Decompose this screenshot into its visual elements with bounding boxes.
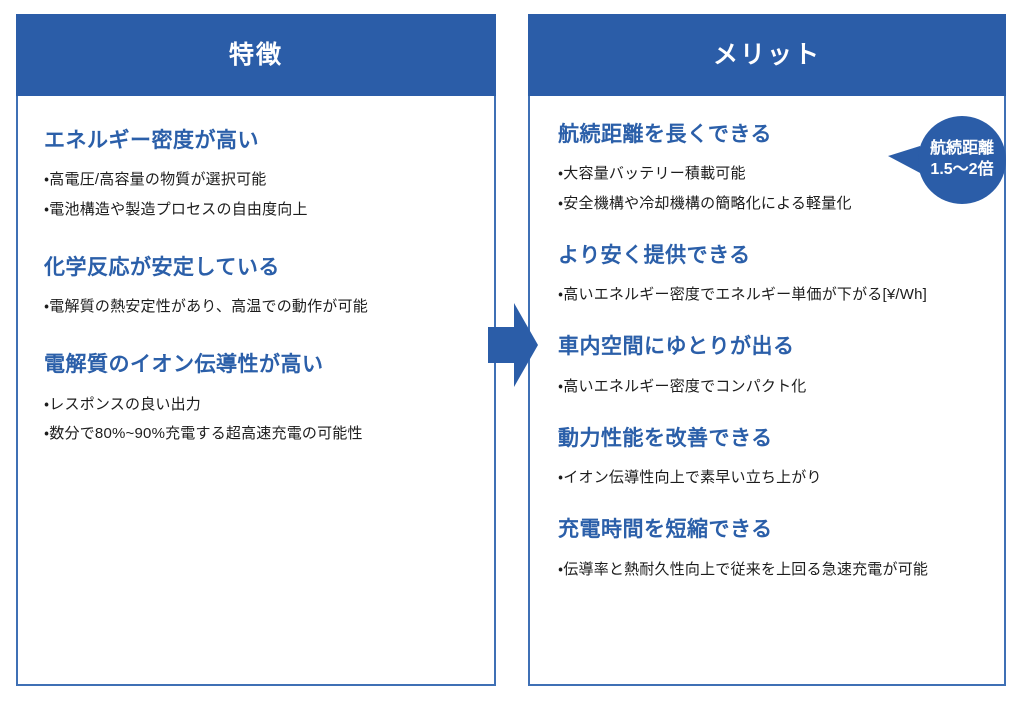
right-arrow-icon bbox=[488, 303, 538, 387]
bullet-item: ・電解質の熱安定性があり、高温での動作が可能 bbox=[44, 298, 368, 315]
section-heading: 航続距離を長くできる bbox=[558, 123, 772, 146]
features-panel-body: エネルギー密度が高い ・高電圧/高容量の物質が選択可能 ・電池構造や製造プロセス… bbox=[18, 96, 494, 682]
bullet-item: ・高いエネルギー密度でエネルギー単価が下がる[¥/Wh] bbox=[558, 286, 928, 303]
bullet-item: ・数分で80%~90%充電する超高速充電の可能性 bbox=[44, 424, 363, 442]
merits-panel: メリット 航続距離を長くできる ・大容量バッテリー積載可能 ・安全機構や冷却機構… bbox=[528, 14, 1006, 686]
merit-section-power-performance: 動力性能を改善できる ・イオン伝導性向上で素早い立ち上がり bbox=[558, 426, 990, 490]
section-heading: 車内空間にゆとりが出る bbox=[558, 335, 795, 359]
section-heading: 充電時間を短縮できる bbox=[558, 518, 773, 542]
feature-section-energy-density: エネルギー密度が高い ・高電圧/高容量の物質が選択可能 ・電池構造や製造プロセス… bbox=[44, 128, 468, 221]
bullet-list: ・レスポンスの良い出力 ・数分で80%~90%充電する超高速充電の可能性 bbox=[44, 393, 468, 446]
feature-section-ion-conductivity: 電解質のイオン伝導性が高い ・レスポンスの良い出力 ・数分で80%~90%充電す… bbox=[44, 352, 468, 445]
section-heading: より安く提供できる bbox=[558, 243, 751, 267]
bullet-list: ・高電圧/高容量の物質が選択可能 ・電池構造や製造プロセスの自由度向上 bbox=[44, 168, 468, 221]
features-panel-header: 特徴 bbox=[16, 14, 496, 96]
bullet-list: ・高いエネルギー密度でエネルギー単価が下がる[¥/Wh] bbox=[558, 283, 990, 306]
bullet-list: ・イオン伝導性向上で素早い立ち上がり bbox=[558, 466, 990, 489]
bullet-item: ・安全機構や冷却機構の簡略化による軽量化 bbox=[558, 194, 852, 212]
bullet-item: ・電池構造や製造プロセスの自由度向上 bbox=[44, 200, 308, 218]
features-panel-title: 特徴 bbox=[228, 40, 283, 69]
bullet-list: ・高いエネルギー密度でコンパクト化 bbox=[558, 375, 990, 398]
bullet-list: ・電解質の熱安定性があり、高温での動作が可能 bbox=[44, 295, 468, 318]
merit-section-cabin-space: 車内空間にゆとりが出る ・高いエネルギー密度でコンパクト化 bbox=[558, 334, 990, 398]
section-heading: 動力性能を改善できる bbox=[558, 426, 773, 450]
bullet-item: ・イオン伝導性向上で素早い立ち上がり bbox=[558, 469, 822, 486]
bullet-item: ・伝導率と熱耐久性向上で従来を上回る急速充電が可能 bbox=[558, 560, 929, 578]
section-heading: エネルギー密度が高い bbox=[44, 129, 259, 152]
callout-bubble-shape bbox=[888, 116, 1006, 204]
bullet-item: ・レスポンスの良い出力 bbox=[44, 395, 202, 413]
merits-panel-header: メリット bbox=[528, 14, 1006, 96]
merit-section-lower-cost: より安く提供できる ・高いエネルギー密度でエネルギー単価が下がる[¥/Wh] bbox=[558, 243, 990, 307]
features-panel: 特徴 エネルギー密度が高い ・高電圧/高容量の物質が選択可能 ・電池構造や製造プ… bbox=[16, 14, 496, 686]
bullet-list: ・伝導率と熱耐久性向上で従来を上回る急速充電が可能 bbox=[558, 558, 990, 581]
driving-range-callout-badge: 航続距離 1.5〜2倍 bbox=[888, 112, 1012, 208]
merit-section-charging-time: 充電時間を短縮できる ・伝導率と熱耐久性向上で従来を上回る急速充電が可能 bbox=[558, 517, 990, 581]
merits-panel-title: メリット bbox=[712, 40, 821, 69]
merit-section-driving-range: 航続距離を長くできる ・大容量バッテリー積載可能 ・安全機構や冷却機構の簡略化に… bbox=[558, 122, 990, 215]
bullet-item: ・大容量バッテリー積載可能 bbox=[558, 165, 746, 183]
merits-panel-body: 航続距離を長くできる ・大容量バッテリー積載可能 ・安全機構や冷却機構の簡略化に… bbox=[530, 96, 1004, 682]
bullet-list: ・大容量バッテリー積載可能 ・安全機構や冷却機構の簡略化による軽量化 bbox=[558, 162, 990, 215]
section-heading: 化学反応が安定している bbox=[44, 255, 280, 279]
bullet-item: ・高電圧/高容量の物質が選択可能 bbox=[44, 171, 267, 189]
bullet-item: ・高いエネルギー密度でコンパクト化 bbox=[558, 377, 807, 395]
feature-section-stable-reaction: 化学反応が安定している ・電解質の熱安定性があり、高温での動作が可能 bbox=[44, 255, 468, 319]
section-heading: 電解質のイオン伝導性が高い bbox=[44, 353, 324, 377]
